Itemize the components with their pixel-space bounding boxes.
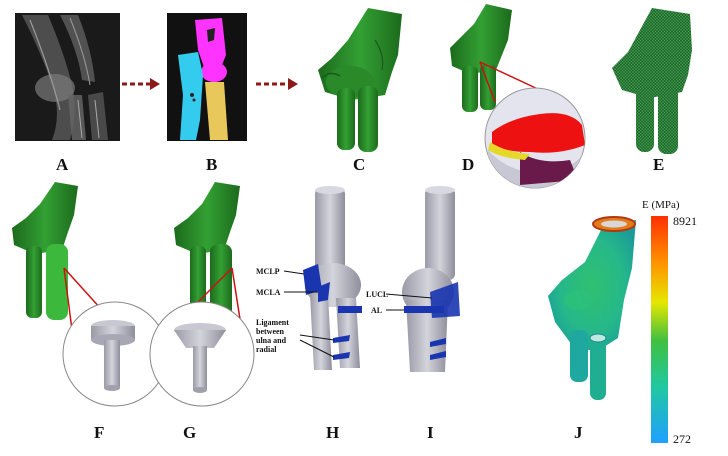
panel-f-bone-model [12, 182, 121, 331]
panel-d-bone-model [450, 4, 541, 112]
ligament-label-mclp: MCLP [256, 267, 280, 276]
panel-a-xray-image [15, 13, 120, 141]
panel-d-cartilage-zoom-circle [484, 87, 586, 189]
arrow-a-to-b [122, 78, 160, 90]
panel-label-b: B [206, 155, 218, 174]
ligament-label-between: Ligament between ulna and radial [256, 318, 289, 354]
panel-e-mesh-model [612, 8, 692, 154]
ligament-label-between-line3: ulna and [256, 336, 287, 345]
colorbar-min-label: 272 [673, 432, 691, 446]
ligament-label-lucl: LUCL [366, 290, 389, 299]
panel-label-a: A [56, 155, 69, 174]
ligament-label-between-line4: radial [256, 345, 277, 354]
panel-h-ligament-model [283, 186, 362, 370]
panel-i-ligament-model [385, 186, 460, 372]
panel-c-bone-model [318, 8, 402, 152]
panel-label-i: I [427, 423, 434, 442]
colorbar-title: E (MPa) [642, 199, 680, 211]
panel-label-c: C [353, 155, 366, 174]
panel-label-j: J [574, 423, 583, 442]
ligament-label-between-line2: between [256, 327, 284, 336]
ligament-label-between-line1: Ligament [256, 318, 289, 327]
arrow-b-to-c [256, 78, 298, 90]
ligament-label-mcla: MCLA [256, 288, 281, 297]
panel-label-e: E [653, 155, 665, 174]
panel-b-segmentation-image [167, 13, 247, 141]
panel-label-g: G [183, 423, 197, 442]
colorbar-max-label: 8921 [673, 214, 697, 228]
panel-g-implant-zoom-circle [149, 301, 255, 407]
colorbar [651, 216, 668, 443]
panel-label-f: F [94, 423, 105, 442]
panel-f-implant-zoom-circle [62, 301, 168, 407]
ligament-label-al: AL [371, 306, 383, 315]
panel-j-stiffness-model [548, 216, 636, 400]
panel-label-h: H [326, 423, 340, 442]
panel-label-d: D [462, 155, 475, 174]
